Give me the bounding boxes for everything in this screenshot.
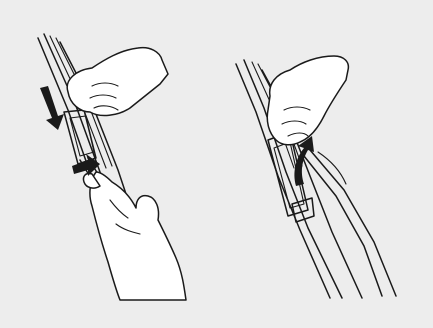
hand-right bbox=[267, 56, 348, 145]
lower-hand-left bbox=[83, 172, 186, 300]
wiper-blade-right bbox=[304, 150, 396, 296]
panel-left bbox=[38, 34, 186, 300]
upper-hand-left bbox=[67, 48, 168, 116]
panel-right bbox=[236, 56, 396, 298]
